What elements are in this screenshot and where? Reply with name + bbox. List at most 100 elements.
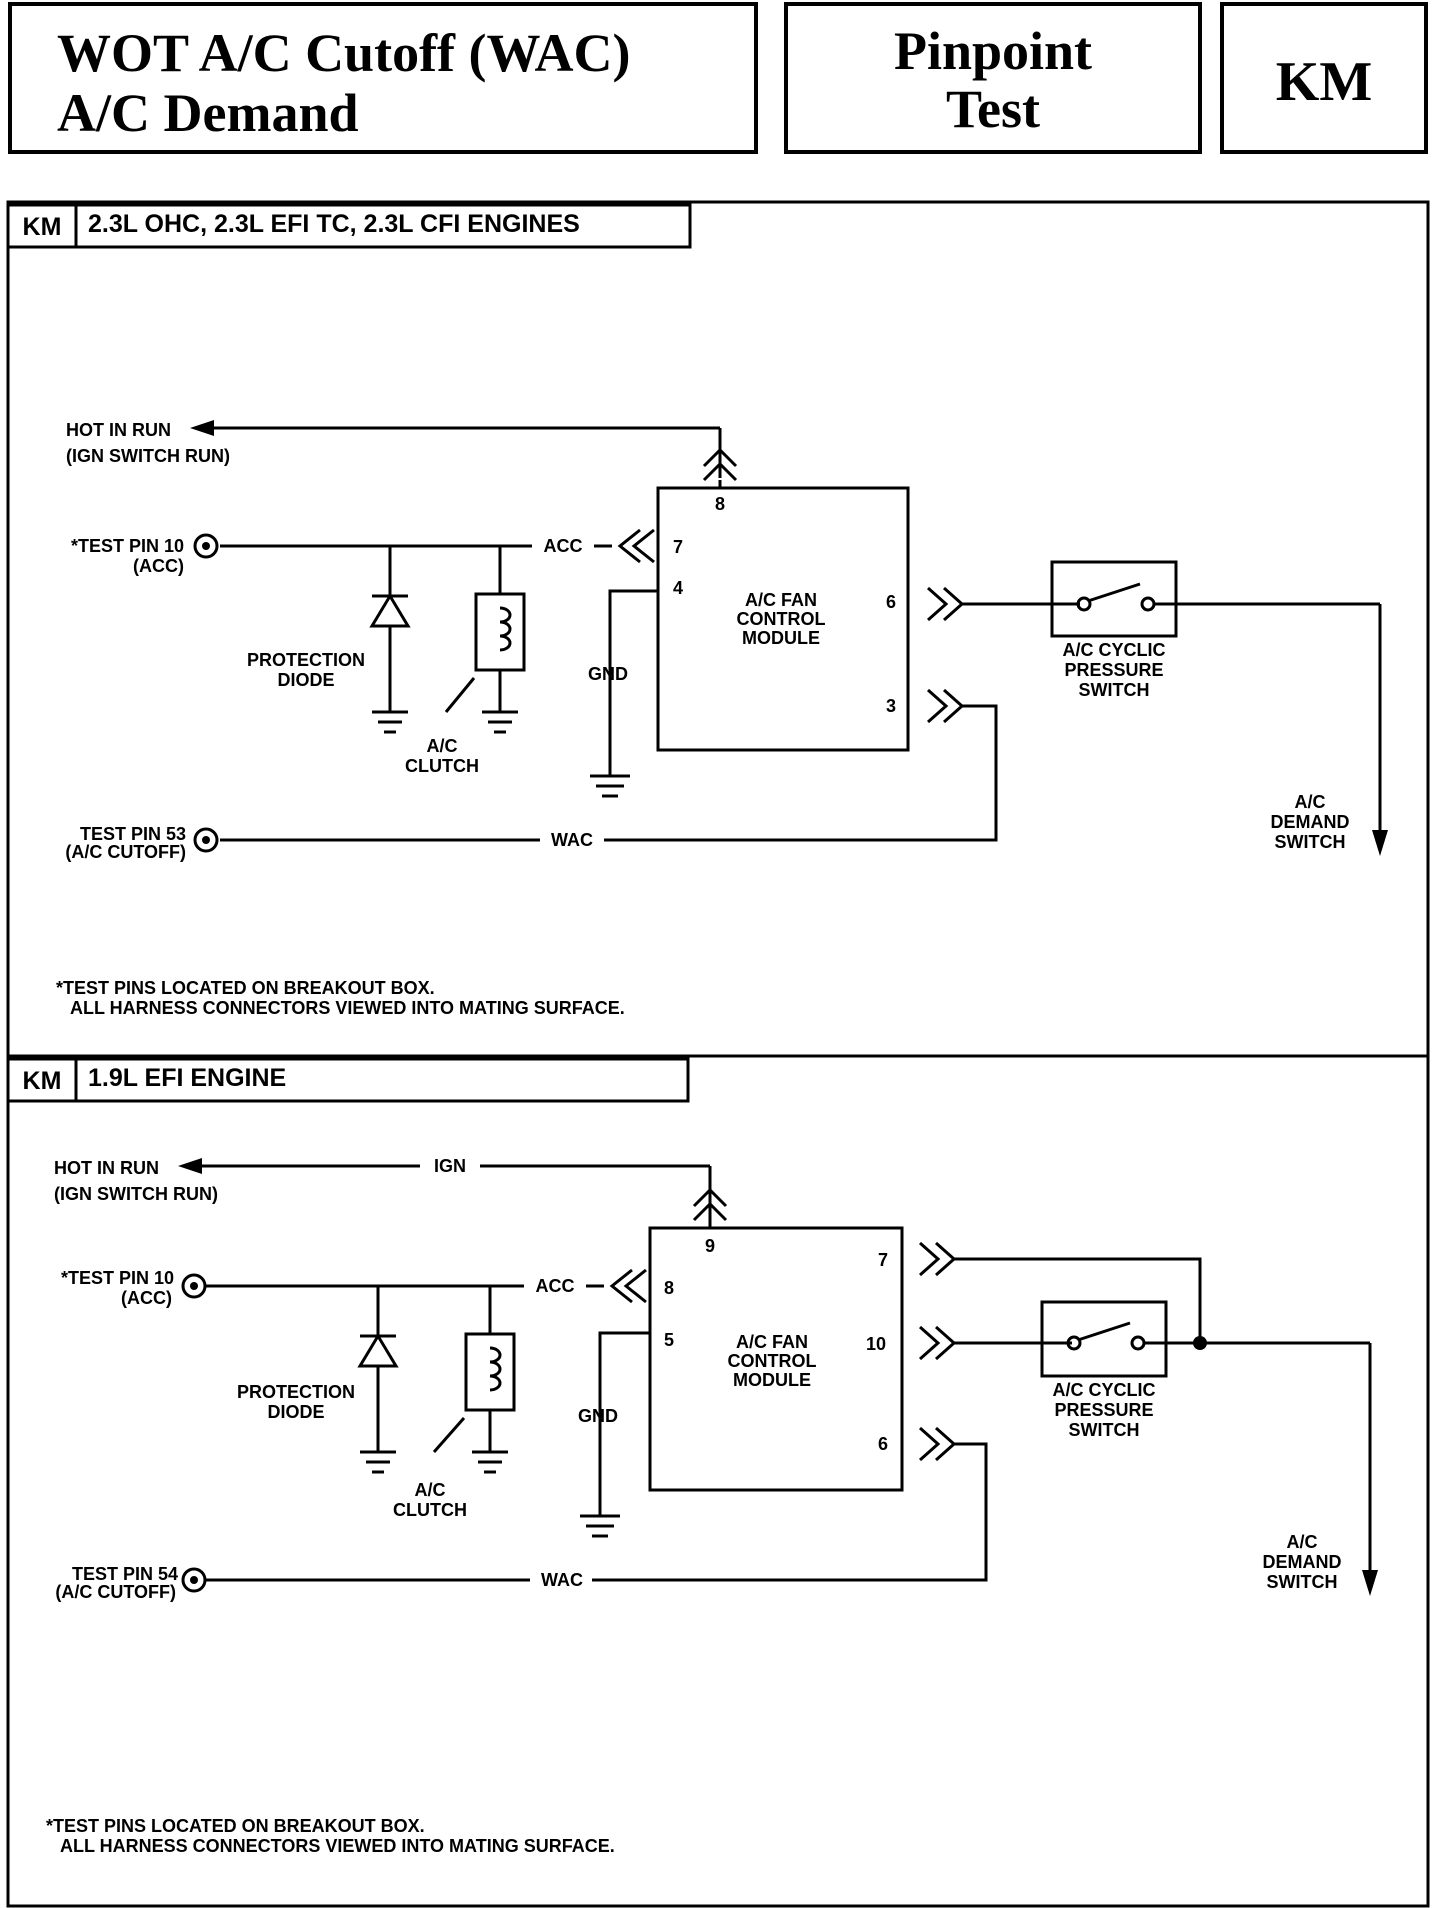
section1-title: 2.3L OHC, 2.3L EFI TC, 2.3L CFI ENGINES bbox=[88, 210, 580, 238]
test-label: Test bbox=[945, 79, 1041, 139]
s2-protection-diode bbox=[357, 1333, 399, 1368]
s2-connector-8b bbox=[623, 1268, 647, 1304]
s2-acc-paren-label: (ACC) bbox=[121, 1288, 172, 1308]
test-code: KM bbox=[1275, 51, 1373, 113]
s2-pin-8-label: 8 bbox=[664, 1278, 674, 1298]
s1-diode-label: DIODE bbox=[277, 670, 334, 690]
s1-ac-clutch bbox=[474, 592, 526, 672]
s2-note-line2: ALL HARNESS CONNECTORS VIEWED INTO MATIN… bbox=[60, 1836, 615, 1856]
s1-ac-label: A/C bbox=[427, 736, 458, 756]
s1-acc-label: ACC bbox=[544, 536, 583, 556]
s2-ac-clutch bbox=[464, 1332, 516, 1412]
section2-title-box bbox=[74, 1057, 690, 1103]
s2-ign-switch-run-label: (IGN SWITCH RUN) bbox=[54, 1184, 218, 1204]
s2-pin-9-label: 9 bbox=[705, 1236, 715, 1256]
s2-test-pin-10 bbox=[181, 1273, 207, 1299]
s2-connector-9b bbox=[692, 1201, 728, 1222]
s1-ac-cutoff-label: (A/C CUTOFF) bbox=[65, 842, 186, 862]
s1-hot-in-run-label: HOT IN RUN bbox=[66, 420, 171, 440]
s2-diode-label: DIODE bbox=[267, 1402, 324, 1422]
s2-ign-label: IGN bbox=[434, 1156, 466, 1176]
s1-demand-line3: SWITCH bbox=[1275, 832, 1346, 852]
s2-hot-in-run-label: HOT IN RUN bbox=[54, 1158, 159, 1178]
s2-pin-5-label: 5 bbox=[664, 1330, 674, 1350]
s1-protection-diode bbox=[369, 593, 411, 628]
s1-wac-wire-right bbox=[604, 704, 998, 842]
s1-demand-line1: A/C bbox=[1295, 792, 1326, 812]
s2-connector-10a bbox=[919, 1325, 941, 1361]
s2-demand-line3: SWITCH bbox=[1267, 1572, 1338, 1592]
s1-cyclic-line2: PRESSURE bbox=[1064, 660, 1163, 680]
s1-switch-blade bbox=[1087, 582, 1141, 603]
s1-protection-label: PROTECTION bbox=[247, 650, 365, 670]
s2-connector-9a bbox=[692, 1187, 728, 1208]
s1-connector-8b bbox=[702, 461, 738, 482]
s2-connector-8a bbox=[609, 1268, 633, 1304]
s2-demand-line2: DEMAND bbox=[1263, 1552, 1342, 1572]
s2-module-line3: MODULE bbox=[733, 1370, 811, 1390]
s2-clutch-pointer bbox=[432, 1417, 466, 1453]
s1-ac-cyclic-pressure-switch bbox=[1050, 560, 1178, 638]
s2-splice-dot bbox=[1193, 1336, 1207, 1350]
s2-ac-cyclic-pressure-switch bbox=[1040, 1300, 1168, 1378]
s2-ac-fan-control-module bbox=[648, 1226, 904, 1492]
section1-tag: KM bbox=[23, 213, 62, 241]
s2-wac-label: WAC bbox=[541, 1570, 583, 1590]
s2-ac-cutoff-label: (A/C CUTOFF) bbox=[55, 1582, 176, 1602]
s2-cyclic-line1: A/C CYCLIC bbox=[1053, 1380, 1156, 1400]
s1-ign-switch-run-label: (IGN SWITCH RUN) bbox=[66, 446, 230, 466]
s2-note-line1: *TEST PINS LOCATED ON BREAKOUT BOX. bbox=[46, 1816, 425, 1836]
test-code-box: KM bbox=[1220, 2, 1428, 154]
s1-module-line1: A/C FAN bbox=[745, 590, 817, 610]
s2-protection-label: PROTECTION bbox=[237, 1382, 355, 1402]
s1-cyclic-line1: A/C CYCLIC bbox=[1063, 640, 1166, 660]
s2-hot-arrow bbox=[178, 1158, 202, 1174]
s1-test-pin-10-label: *TEST PIN 10 bbox=[71, 536, 184, 556]
section2-tag: KM bbox=[23, 1067, 62, 1095]
diagram-frame bbox=[6, 200, 1430, 1908]
s2-clutch-label: CLUTCH bbox=[393, 1500, 467, 1520]
pinpoint-test-box: Pinpoint Test bbox=[784, 2, 1202, 154]
s1-connector-6a bbox=[927, 586, 949, 622]
s1-cyclic-line3: SWITCH bbox=[1079, 680, 1150, 700]
s2-test-pin-10-label: *TEST PIN 10 bbox=[61, 1268, 174, 1288]
s2-cyclic-line3: SWITCH bbox=[1069, 1420, 1140, 1440]
s1-note-line2: ALL HARNESS CONNECTORS VIEWED INTO MATIN… bbox=[70, 998, 625, 1018]
section1-diagram: KM 2.3L OHC, 2.3L EFI TC, 2.3L CFI ENGIN… bbox=[6, 203, 1388, 1018]
s2-connector-7a bbox=[919, 1241, 941, 1277]
s1-test-pin-53 bbox=[193, 827, 219, 853]
s1-ac-fan-control-module bbox=[656, 486, 910, 752]
s2-test-pin-54-label: TEST PIN 54 bbox=[72, 1564, 178, 1584]
s2-connector-6a bbox=[919, 1426, 941, 1462]
s1-gnd-label: GND bbox=[588, 664, 628, 684]
s1-demand-line2: DEMAND bbox=[1271, 812, 1350, 832]
s1-wac-label: WAC bbox=[551, 830, 593, 850]
page-title-line2: A/C Demand bbox=[57, 83, 359, 143]
s1-hot-arrow bbox=[190, 420, 214, 436]
s1-clutch-label: CLUTCH bbox=[405, 756, 479, 776]
s2-pin-6-label: 6 bbox=[878, 1434, 888, 1454]
s2-cyclic-line2: PRESSURE bbox=[1054, 1400, 1153, 1420]
section1-title-box bbox=[74, 203, 692, 249]
s1-gnd-wire bbox=[608, 589, 658, 776]
pinpoint-label: Pinpoint bbox=[893, 21, 1093, 81]
s1-demand-arrow bbox=[1372, 830, 1388, 856]
s2-gnd-label: GND bbox=[578, 1406, 618, 1426]
title-box: WOT A/C Cutoff (WAC) A/C Demand bbox=[8, 2, 758, 154]
s1-pin-8-label: 8 bbox=[715, 494, 725, 514]
s2-gnd-wire bbox=[598, 1331, 650, 1516]
s1-clutch-pointer bbox=[444, 677, 476, 713]
s2-module-line2: CONTROL bbox=[728, 1351, 817, 1371]
s1-pin-4-label: 4 bbox=[673, 578, 683, 598]
s1-connector-7b bbox=[631, 528, 655, 564]
s1-connector-7a bbox=[617, 528, 641, 564]
s1-pin-3-label: 3 bbox=[886, 696, 896, 716]
page-title-line1: WOT A/C Cutoff (WAC) bbox=[57, 23, 631, 83]
s2-switch-blade bbox=[1077, 1321, 1131, 1342]
s1-clutch-coil bbox=[499, 606, 512, 652]
s1-connector-8a bbox=[702, 447, 738, 468]
s2-demand-line1: A/C bbox=[1287, 1532, 1318, 1552]
s2-demand-arrow bbox=[1362, 1570, 1378, 1596]
s1-note-line1: *TEST PINS LOCATED ON BREAKOUT BOX. bbox=[56, 978, 435, 998]
